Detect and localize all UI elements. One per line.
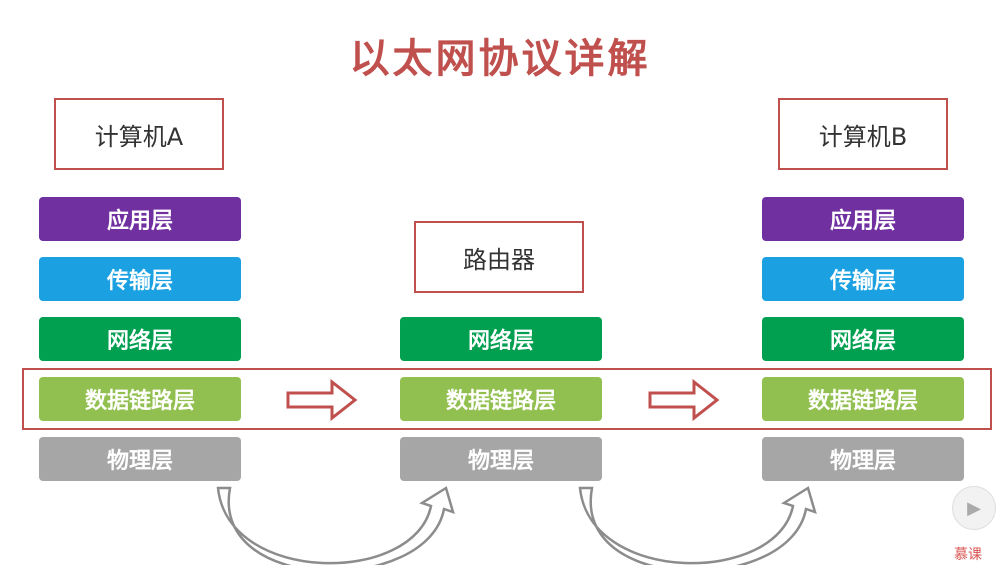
router-data-link-layer: 数据链路层 <box>400 377 602 421</box>
computer-a-transport-layer: 传输层 <box>39 257 241 301</box>
computer-b-network-layer: 网络层 <box>762 317 964 361</box>
router-network-layer: 网络层 <box>400 317 602 361</box>
computer-a-application-layer: 应用层 <box>39 197 241 241</box>
router-physical-layer: 物理层 <box>400 437 602 481</box>
computer-b-label: 计算机B <box>778 98 948 170</box>
computer-b-data-link-layer: 数据链路层 <box>762 377 964 421</box>
computer-a-network-layer: 网络层 <box>39 317 241 361</box>
computer-b-physical-layer: 物理层 <box>762 437 964 481</box>
computer-a-physical-layer: 物理层 <box>39 437 241 481</box>
data-link-highlight-frame <box>22 368 992 430</box>
computer-a-data-link-layer: 数据链路层 <box>39 377 241 421</box>
arrow-a-to-router <box>286 378 358 422</box>
play-icon[interactable]: ▶ <box>952 486 996 530</box>
computer-a-label: 计算机A <box>54 98 224 170</box>
curve-arrow-a-to-router <box>216 486 455 565</box>
watermark-logo: 慕课 <box>954 547 982 563</box>
curve-arrow-router-to-b <box>578 486 817 565</box>
arrow-router-to-b <box>648 378 720 422</box>
computer-b-transport-layer: 传输层 <box>762 257 964 301</box>
computer-b-application-layer: 应用层 <box>762 197 964 241</box>
router-label: 路由器 <box>414 221 584 293</box>
page-title: 以太网协议详解 <box>349 36 651 82</box>
